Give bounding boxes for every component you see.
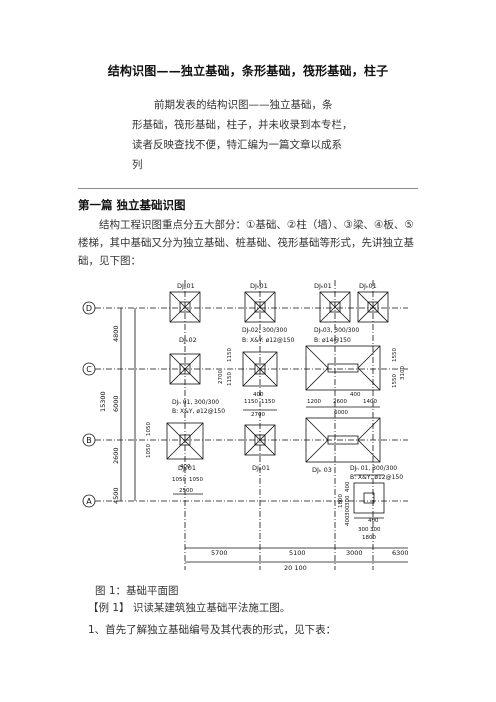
article-title: 结构识图——独立基础，条形基础，筏形基础，柱子 <box>107 64 389 78</box>
axis-label-b: B <box>86 436 92 445</box>
intro-line: 形基础，筏形基础，柱子，并未收录到本专栏， <box>132 119 353 131</box>
dim-small: 1800 <box>362 535 376 541</box>
dim-small: 1200 <box>307 399 321 405</box>
intro-line: 列 <box>132 159 143 171</box>
dim-small: 400 <box>368 518 379 524</box>
dim-small: 400 <box>345 515 351 526</box>
foundation-plan-drawing: D C B A 4800 6000 15300 2600 4500 DJₕ01 … <box>82 280 409 572</box>
footing-label: DJₕ02 <box>179 336 197 344</box>
footing-label: DJₕ01 <box>314 282 332 290</box>
axis-label-d: D <box>86 304 92 313</box>
bottom-dim-label: 3000 <box>346 549 363 557</box>
footing-label: DJₚ01 <box>252 464 270 472</box>
footing-d4 <box>357 291 389 323</box>
footing-spec: DJₕ 01, 300/300 <box>350 465 397 472</box>
dim-small: 1150 <box>244 399 258 405</box>
section-divider <box>78 188 418 189</box>
footing-spec: DJₕ03, 300/300 <box>314 327 359 334</box>
dim-small: 3100 <box>400 366 406 380</box>
dim-small: 2700 <box>218 370 224 384</box>
dim-small: 1050 <box>146 422 152 436</box>
dim-small: 300 <box>345 505 351 516</box>
intro-line: 前期发表的结构识图——独立基础，条 <box>154 99 333 111</box>
dim-small: 1550 <box>392 374 398 388</box>
footing-rebar: B: ø14@150 <box>314 337 351 344</box>
footing-rebar: B: X&Y, ø12@150 <box>172 408 225 415</box>
footing-b2 <box>244 424 276 456</box>
dim-small: 1550 <box>392 348 398 362</box>
footing-b1 <box>166 422 204 460</box>
step-text: 1、首先了解独立基础编号及其代表的形式，见下表： <box>88 624 337 636</box>
footing-label: DJₕ 03 <box>312 466 332 474</box>
footing-detail-a <box>353 474 385 519</box>
dim-small: 2500 <box>179 488 193 494</box>
dim-small: 400 <box>180 464 191 470</box>
body-paragraph: 结构工程识图重点分五大部分：①基础、②柱（墙）、③梁、④板、⑤楼梯，其中基础又分… <box>78 219 414 267</box>
dim-small: 1400 <box>363 399 377 405</box>
dim-small: 1050 <box>146 444 152 458</box>
footing-c1 <box>169 353 201 385</box>
dim-small: 300 <box>345 495 351 506</box>
footing-label: DJₚ01 <box>178 464 196 472</box>
dim-small: 400 <box>253 392 264 398</box>
example-label: 【例 1】 识读某建筑独立基础平法施工图。 <box>88 602 291 614</box>
dim-label-6000: 6000 <box>112 395 120 412</box>
dim-small: 2600 <box>333 399 347 405</box>
footing-c3-double <box>305 345 381 391</box>
dim-label-15300: 15300 <box>99 391 107 412</box>
dim-small: 1150 <box>227 348 233 362</box>
dim-small: 1800 <box>338 494 344 508</box>
foundation-plan-figure: D C B A 4800 6000 15300 2600 4500 DJₕ01 … <box>78 270 423 582</box>
dim-label-4800: 4800 <box>112 325 120 342</box>
footing-c2 <box>242 351 278 387</box>
footing-label: DJₕ01 <box>250 282 268 290</box>
intro-line: 读者反映查找不便，特汇编为一篇文章以成系 <box>132 139 342 151</box>
dim-small: 1050 <box>189 477 203 483</box>
dim-label-4500: 4500 <box>112 487 120 504</box>
footing-d3 <box>319 291 351 323</box>
footing-label: DJₕ01 <box>177 282 195 290</box>
intro-paragraph: 前期发表的结构识图——独立基础，条 形基础，筏形基础，柱子，并未收录到本专栏， … <box>132 95 378 175</box>
footing-d2 <box>244 291 276 323</box>
dim-small: 1150 <box>261 399 275 405</box>
footing-spec: DJₕ 01, 300/300 <box>172 399 219 406</box>
footing-rebar: B: X&Y: ø12@150 <box>242 337 295 344</box>
axis-label-c: C <box>86 365 92 374</box>
dim-small: 6000 <box>334 410 348 416</box>
dim-small: 400 <box>345 481 351 492</box>
axis-label-a: A <box>86 497 92 506</box>
bottom-dim-label: 5700 <box>211 549 228 557</box>
bottom-total-label: 20 100 <box>284 564 307 572</box>
dim-small: 400 <box>350 392 361 398</box>
footing-spec: DJₕ02, 300/300 <box>242 327 287 334</box>
footing-b3-double <box>305 417 381 463</box>
footing-d1 <box>169 291 201 323</box>
dim-small: 300 <box>358 527 369 533</box>
section-heading: 第一篇 独立基础识图 <box>78 198 186 212</box>
bottom-dim-label: 6300 <box>392 549 409 557</box>
figure-caption: 图 1：基础平面图 <box>95 585 179 597</box>
dim-label-2600: 2600 <box>112 447 120 464</box>
footing-label: DJₕ01 <box>359 282 377 290</box>
dim-small: 1050 <box>172 477 186 483</box>
footing-rebar: B: X&Y, ø12@150 <box>350 474 403 481</box>
bottom-dim-label: 5100 <box>289 549 306 557</box>
dim-small: 300 <box>370 527 381 533</box>
dim-small: 2700 <box>251 412 265 418</box>
dim-small: 1150 <box>227 372 233 386</box>
